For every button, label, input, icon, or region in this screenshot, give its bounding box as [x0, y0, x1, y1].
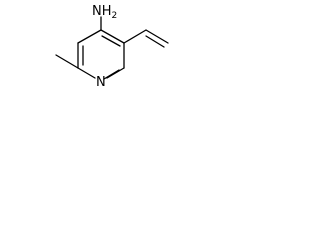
structure-canvas: NH2 N	[0, 0, 186, 120]
molecule-diagram: NH2 N	[55, 4, 169, 90]
bond-vinyl-double	[145, 29, 169, 44]
bond-c6-n1	[106, 67, 125, 79]
ring-nitrogen-label: N	[96, 75, 106, 90]
bond-vinyl-double-inner	[145, 35, 165, 48]
bond-c6-n1-inner	[103, 69, 120, 80]
amine-label: NH2	[92, 4, 117, 21]
bond-c4-c5-inner	[101, 35, 121, 47]
bond-c5-vinyl	[123, 29, 147, 44]
bond-c2-methyl	[55, 54, 79, 69]
bond-c3-c4	[77, 29, 102, 44]
amine-subscript: 2	[112, 11, 118, 21]
bond-n1-c2	[77, 67, 96, 79]
bond-c4-c5	[100, 29, 125, 44]
amine-nh: NH	[92, 4, 112, 19]
